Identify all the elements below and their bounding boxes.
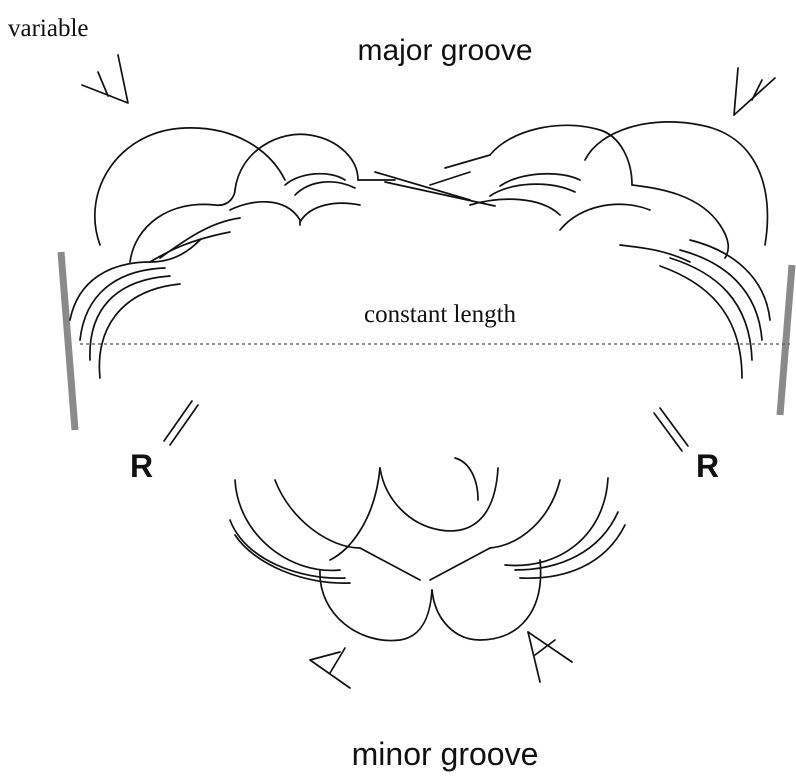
variable-arrow-top-left xyxy=(82,55,128,103)
variable-label: variable xyxy=(8,15,89,42)
arrow-bottom-left xyxy=(310,648,350,688)
left-r-bond-marks xyxy=(164,401,198,445)
right-boundary-wall xyxy=(780,265,792,415)
arrow-top-right xyxy=(734,68,775,115)
right-r-bond-marks xyxy=(654,408,688,451)
left-boundary-wall xyxy=(61,252,75,430)
constant-length-label: constant length xyxy=(364,301,517,328)
major-groove-label: major groove xyxy=(357,34,532,67)
major-groove-surface xyxy=(70,122,770,378)
minor-groove-label: minor groove xyxy=(352,736,539,772)
arrow-bottom-right xyxy=(528,632,572,682)
r-label-right: R xyxy=(696,448,719,484)
r-label-left: R xyxy=(130,448,153,484)
minor-groove-surface xyxy=(230,458,625,641)
